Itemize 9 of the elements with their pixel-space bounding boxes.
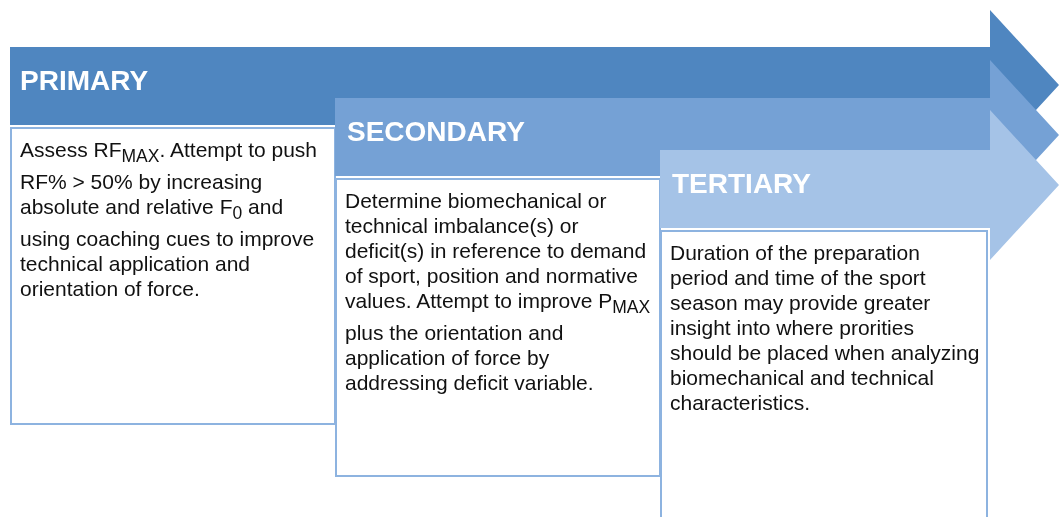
text-box bbox=[335, 178, 661, 477]
text-box bbox=[10, 127, 336, 425]
stage-heading: SECONDARY bbox=[347, 116, 525, 148]
description-text: Duration of the preparation period and time of the sport season may provide greater insight into where prorities should be placed when analyzing biomechanical and technical characteristics. bbox=[670, 240, 980, 415]
stage-heading: PRIMARY bbox=[20, 65, 149, 97]
stage-heading: TERTIARY bbox=[672, 168, 811, 200]
text-box bbox=[660, 230, 988, 517]
description-text: Determine biomechanical or technical imbalance(s) or deficit(s) in reference to demand of sport, position and normative values. Attempt to improve P$_{MAX}$ plus the orientation and application of force by addressing deficit variable. bbox=[345, 188, 652, 396]
description-text: Assess RF$_{MAX}$. Attempt to push RF% > 50% by increasing absolute and relative F$_{0}$ and using coaching cues to improve technical application and orientation of force. bbox=[20, 137, 319, 302]
